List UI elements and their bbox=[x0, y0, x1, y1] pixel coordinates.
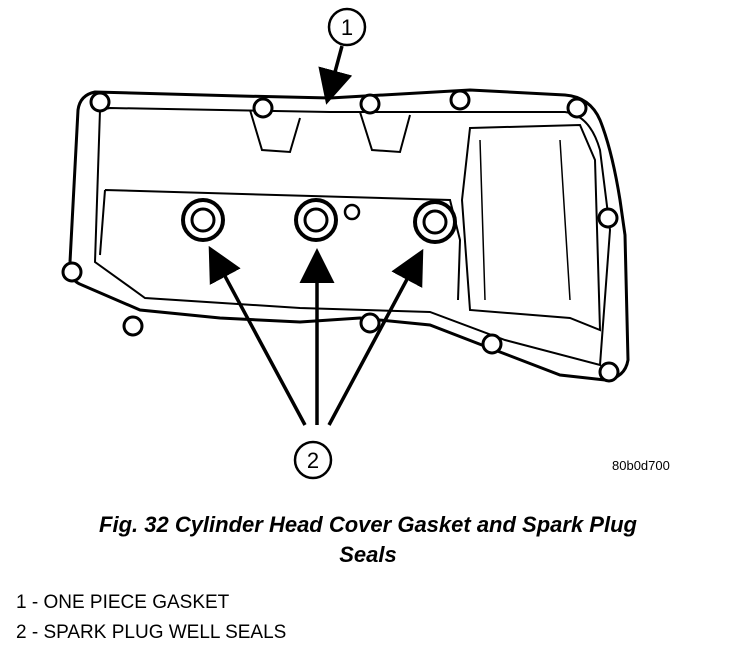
legend-item-1: 1 - ONE PIECE GASKET bbox=[16, 592, 230, 613]
legend: 1 - ONE PIECE GASKET 2 - SPARK PLUG WELL… bbox=[16, 588, 286, 648]
figure-code: 80b0d700 bbox=[612, 458, 670, 473]
callout-2-arrow-left bbox=[208, 245, 307, 426]
cover-right-chamber bbox=[460, 123, 602, 332]
cylinder-head-cover-drawing: 1 2 bbox=[61, 7, 630, 480]
gasket-bolt-holes bbox=[61, 89, 620, 383]
callout-2-arrow-right bbox=[327, 248, 424, 426]
gasket-outer-outline bbox=[68, 88, 630, 382]
spark-plug-well-seals bbox=[181, 198, 457, 244]
cover-top-ridge bbox=[249, 109, 411, 154]
callout-1-arrow bbox=[318, 45, 353, 105]
gasket-inner-outline bbox=[93, 106, 612, 367]
callout-1-label: 1 bbox=[341, 15, 353, 40]
caption-line-2: Seals bbox=[339, 542, 397, 567]
cover-right-ribs bbox=[479, 139, 571, 301]
caption-line-1: Fig. 32 Cylinder Head Cover Gasket and S… bbox=[99, 512, 637, 537]
figure-caption: Fig. 32 Cylinder Head Cover Gasket and S… bbox=[0, 510, 736, 570]
legend-item-2: 2 - SPARK PLUG WELL SEALS bbox=[16, 622, 287, 643]
callout-2-circle bbox=[293, 440, 333, 480]
callout-1-circle bbox=[327, 7, 367, 47]
callout-2-label: 2 bbox=[307, 448, 319, 473]
